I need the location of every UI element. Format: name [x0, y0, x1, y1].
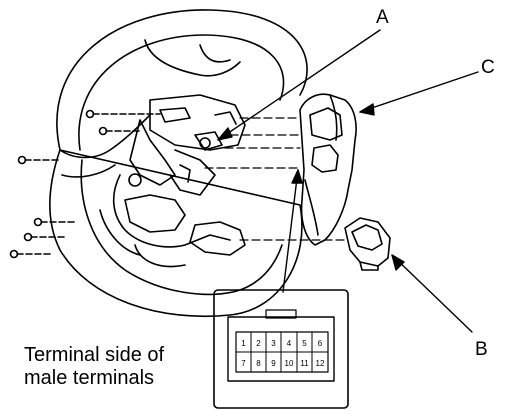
- leader-lines: [217, 29, 479, 333]
- pin-3: 3: [271, 339, 276, 348]
- steering-wheel-rim: [49, 9, 308, 318]
- arrow-c: [359, 103, 375, 116]
- screw-5: [23, 232, 66, 242]
- arrow-terminal: [291, 169, 303, 184]
- callout-a: A: [376, 7, 389, 28]
- arrow-b: [391, 254, 405, 271]
- terminal-inset: 1 2 3 4 5 6 7 8 9 10 11 12: [213, 289, 349, 409]
- pin-7: 7: [241, 359, 246, 368]
- connector-housing: [227, 316, 335, 382]
- alignment-lines: [204, 117, 346, 241]
- arrow-a: [217, 127, 233, 141]
- screw-3: [17, 155, 61, 165]
- pin-11: 11: [300, 359, 309, 368]
- steering-hub: [59, 94, 246, 268]
- pin-8: 8: [256, 359, 261, 368]
- connector-latch: [265, 309, 297, 319]
- leader-b: [391, 254, 473, 333]
- caption-line-1: Terminal side of: [24, 344, 165, 366]
- mounting-screws: [9, 109, 161, 259]
- screw-4: [33, 217, 76, 227]
- leader-terminal: [282, 169, 299, 293]
- pin-12: 12: [316, 359, 325, 368]
- leader-c: [359, 71, 479, 113]
- pin-9: 9: [271, 359, 276, 368]
- screw-2: [98, 126, 141, 136]
- connector-plug-b: [344, 217, 391, 271]
- caption-line-2: male terminals: [24, 367, 155, 389]
- screw-1: [85, 109, 161, 119]
- screw-6: [9, 249, 51, 259]
- pin-4: 4: [287, 339, 292, 348]
- switch-assembly-c: [299, 93, 357, 246]
- terminal-caption: Terminal side of male terminals: [24, 344, 164, 390]
- leader-a: [217, 29, 381, 141]
- pin-5: 5: [302, 339, 307, 348]
- pin-6: 6: [318, 339, 323, 348]
- pin-1: 1: [241, 339, 246, 348]
- callout-b: B: [475, 339, 488, 360]
- terminal-inset-frame: [213, 289, 349, 409]
- callout-c: C: [481, 57, 495, 78]
- pin-10: 10: [285, 359, 294, 368]
- pin-2: 2: [256, 339, 261, 348]
